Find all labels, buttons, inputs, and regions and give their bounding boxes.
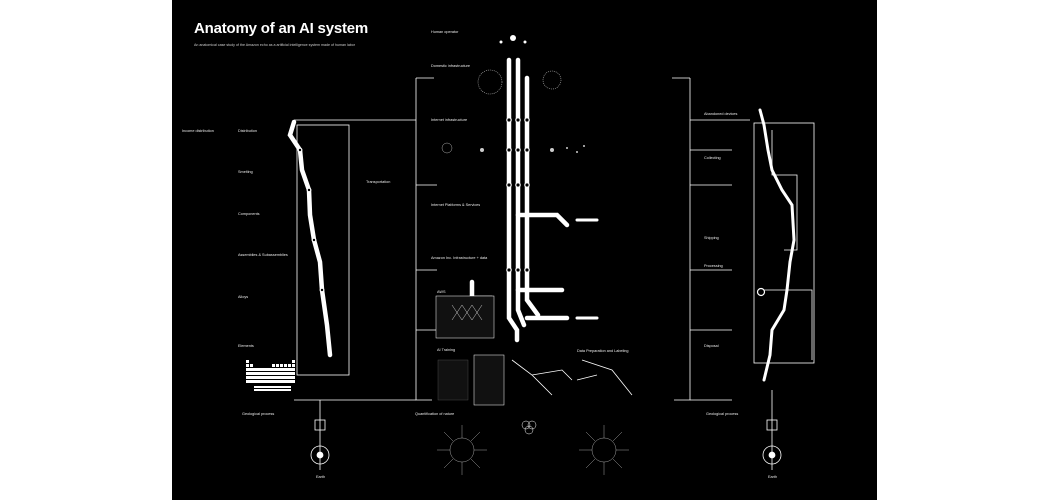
left-geo-box — [314, 419, 326, 431]
label-components: Components — [238, 212, 260, 216]
periodic-table — [246, 360, 295, 391]
right-winding-pipe — [758, 108, 796, 382]
label-shipping: Shipping — [704, 236, 719, 240]
label-collecting: Collecting — [704, 156, 721, 160]
label-ai-training: AI Training — [437, 348, 456, 352]
label-aws: AWS — [437, 290, 446, 294]
pipe-branch-upper — [515, 212, 570, 228]
label-geological-left: Geological process — [242, 412, 275, 416]
label-elements: Elements — [238, 344, 254, 348]
label-earth-left: Earth — [316, 475, 326, 479]
aws-panel — [435, 295, 495, 339]
label-assemblies: Assemblies & Subassemblies — [238, 253, 288, 257]
main-pipe-2 — [515, 57, 527, 328]
starburst-left — [437, 425, 487, 475]
label-internet-platforms: Internet Platforms & Services — [431, 203, 481, 207]
label-domestic-infrastructure: Domestic infrastructure — [431, 64, 471, 68]
center-left-bracket — [415, 78, 432, 401]
label-transportation: Transportation — [366, 180, 391, 184]
right-frame — [753, 122, 815, 364]
venn — [521, 420, 537, 435]
right-earth — [762, 445, 782, 465]
main-pipe-3 — [524, 75, 541, 318]
starburst-right — [579, 425, 629, 475]
right-geo-box — [766, 419, 778, 431]
label-income-distribution: Income distribution — [182, 129, 214, 133]
main-pipe-1 — [506, 57, 520, 343]
left-earth — [310, 445, 330, 465]
label-alloys: Alloys — [238, 295, 249, 299]
label-amazon-infrastructure: Amazon Inc. Infrastructure + data — [431, 256, 488, 260]
label-data-preparation: Data Preparation and Labeling — [577, 349, 629, 353]
label-earth-right: Earth — [768, 475, 778, 479]
label-smelting: Smelting — [238, 170, 253, 174]
label-disposal: Disposal — [704, 344, 719, 348]
label-internet-infrastructure: Internet infrastructure — [431, 118, 468, 122]
left-winding-pipe — [287, 119, 333, 358]
label-human-operator: Human operator — [431, 30, 459, 34]
left-frame — [296, 124, 350, 376]
label-quantification: Quantification of nature — [415, 412, 455, 416]
label-abandoned-devices: Abandoned devices — [704, 112, 738, 116]
ai-training-panel — [473, 354, 505, 406]
center-right-bracket — [674, 78, 691, 401]
diagram-canvas — [246, 35, 815, 475]
label-geological-right: Geological process — [706, 412, 739, 416]
poster: Anatomy of an AI system An anatomical ca… — [172, 0, 877, 500]
poster-title: Anatomy of an AI system — [194, 20, 369, 37]
poster-subtitle: An anatomical case study of the Amazon e… — [194, 43, 356, 47]
label-processing: Processing — [704, 264, 723, 268]
label-distribution: Distribution — [238, 129, 257, 133]
